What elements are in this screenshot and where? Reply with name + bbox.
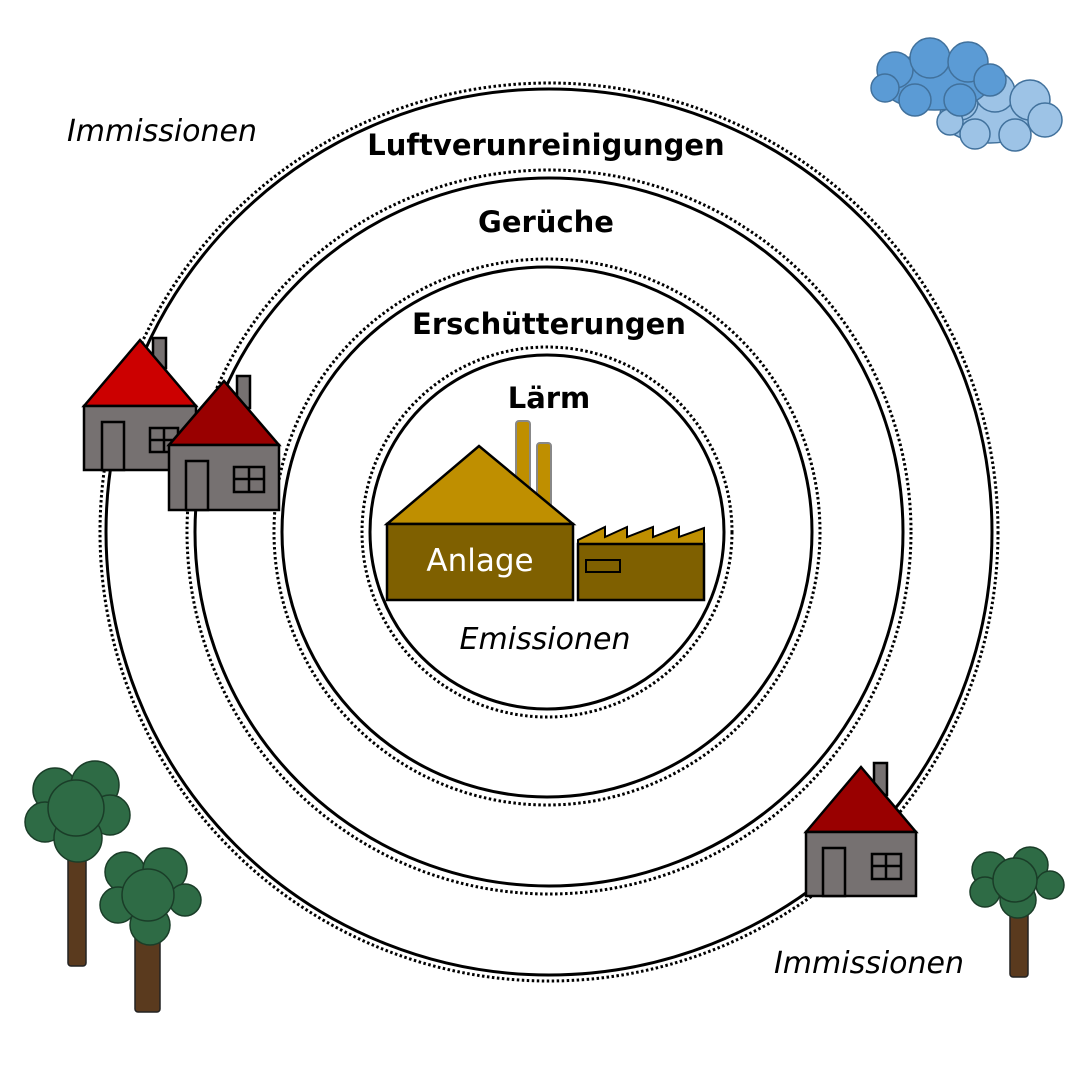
house-icon: [803, 761, 919, 898]
ring-2-dotted: [185, 168, 913, 896]
facility-label: Anlage: [426, 543, 534, 579]
ring-label-vibrations: Erschütterungen: [412, 307, 686, 341]
house-icon: [166, 374, 282, 512]
cloud-icon: [870, 37, 1063, 152]
ring-label-odors: Gerüche: [478, 205, 614, 239]
immissions-label-bottom: Immissionen: [773, 946, 965, 981]
ring-3-dotted: [272, 257, 822, 807]
tree-icon: [24, 760, 131, 967]
ring-4: [368, 353, 726, 711]
emissions-label: Emissionen: [459, 622, 631, 657]
factory-icon: [383, 420, 706, 602]
ring-2: [193, 176, 905, 888]
ring-3: [280, 265, 814, 799]
ring-outer: [104, 87, 994, 977]
tree-icon: [969, 846, 1065, 978]
ring-outer-dotted: [98, 81, 1000, 983]
immissions-label-top: Immissionen: [66, 114, 258, 149]
tree-icon: [99, 847, 202, 1013]
ring-4-dotted: [360, 345, 734, 719]
ring-label-air-pollution: Luftverunreinigungen: [367, 128, 725, 162]
ring-label-noise: Lärm: [507, 381, 591, 415]
house-icon: [81, 336, 199, 472]
